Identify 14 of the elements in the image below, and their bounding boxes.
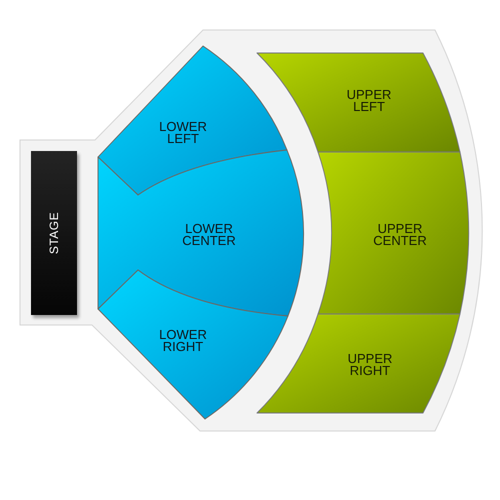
section-label: UPPER RIGHT	[348, 353, 392, 377]
seating-section	[98, 46, 288, 195]
section-label: UPPER LEFT	[346, 89, 392, 113]
seating-section	[318, 152, 468, 314]
seating-section	[257, 53, 461, 152]
section-label: LOWER RIGHT	[159, 329, 207, 353]
section-label: UPPER CENTER	[373, 223, 427, 247]
seating-section	[98, 270, 288, 420]
seating-section	[98, 148, 305, 316]
section-label: LOWER LEFT	[159, 121, 207, 145]
stage-block	[31, 151, 77, 315]
stage-label: STAGE	[47, 212, 61, 254]
seating-section	[257, 314, 461, 413]
section-label: LOWER CENTER	[182, 223, 236, 247]
